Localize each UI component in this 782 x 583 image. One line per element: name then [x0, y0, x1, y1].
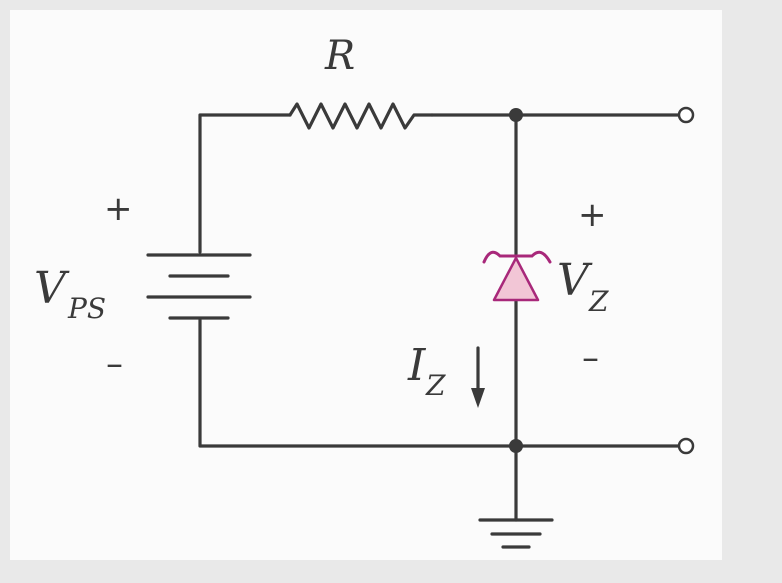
current-label-main: I	[407, 340, 427, 391]
output-terminal-top[interactable]	[677, 106, 695, 124]
output-terminal-bottom[interactable]	[677, 437, 695, 455]
supply-label-main: V	[34, 263, 70, 314]
wire-left-bottom	[198, 318, 518, 448]
node-bottom	[509, 439, 523, 453]
zener-minus: –	[582, 338, 599, 378]
supply-label-sub: PS	[67, 292, 106, 325]
current-arrow-head	[471, 388, 485, 408]
resistor-label: R	[324, 33, 355, 79]
zener-voltage-label-main: V	[557, 255, 593, 306]
wire-top-left	[198, 113, 292, 254]
resistor	[288, 102, 434, 130]
diagram-panel	[10, 10, 722, 560]
zener-diode-triangle	[492, 256, 540, 302]
zener-voltage-label-sub: Z	[588, 285, 609, 318]
current-label-sub: Z	[425, 369, 446, 402]
supply-plus: +	[104, 189, 133, 229]
supply-minus: –	[106, 344, 123, 384]
zener-plus: +	[578, 195, 607, 235]
zener-diode-bar	[482, 250, 552, 264]
